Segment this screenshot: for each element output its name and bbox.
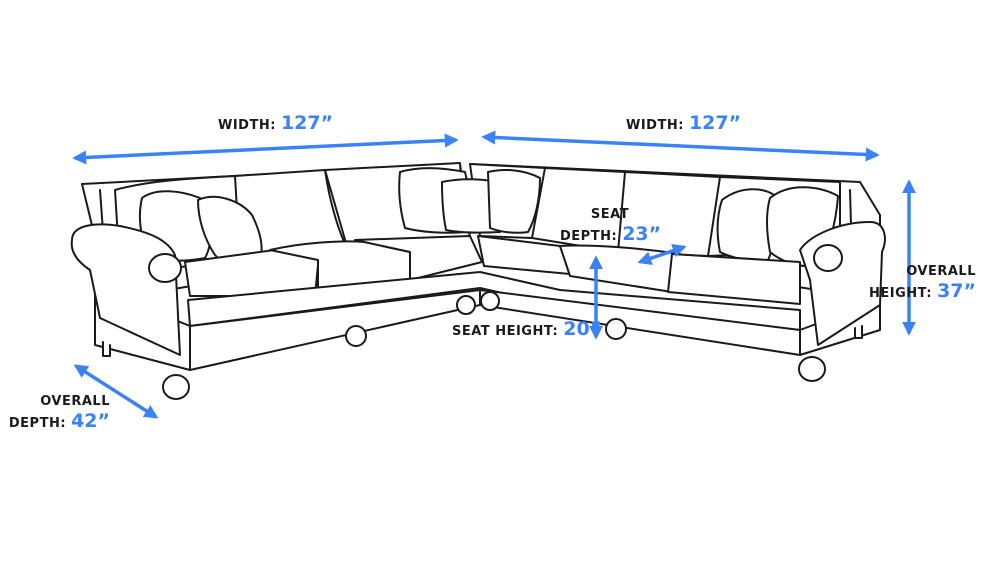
width-left-value: 127” — [280, 112, 334, 134]
width-left-label: WIDTH: 127” — [218, 112, 333, 136]
overall-height-line1: OVERALL — [906, 264, 976, 279]
seat-depth-label: SEAT DEPTH: 23” — [560, 207, 662, 247]
overall-depth-line1: OVERALL — [40, 394, 110, 409]
width-left-arrow — [72, 133, 459, 165]
seat-depth-arrow — [637, 243, 687, 266]
seat-height-caption: SEAT HEIGHT: — [452, 324, 559, 339]
overall-height-value: 37” — [937, 280, 976, 303]
dimension-arrows — [72, 130, 916, 419]
seat-height-label: SEAT HEIGHT: 20” — [452, 318, 602, 342]
width-right-value: 127” — [688, 112, 742, 134]
overall-depth-arrow — [73, 364, 159, 419]
seat-height-value: 20” — [563, 318, 603, 340]
overall-height-label: OVERALL HEIGHT: 37” — [866, 264, 976, 304]
seat-depth-value: 23” — [622, 223, 662, 246]
width-left-caption: WIDTH: — [218, 118, 276, 133]
overall-depth-label: OVERALL DEPTH: 42” — [2, 394, 110, 434]
width-right-caption: WIDTH: — [626, 118, 684, 133]
width-right-label: WIDTH: 127” — [626, 112, 741, 136]
seat-depth-line2: DEPTH: — [560, 229, 618, 245]
overall-depth-value: 42” — [71, 410, 110, 433]
seat-depth-line1: SEAT — [590, 207, 630, 222]
width-right-arrow — [481, 130, 880, 162]
overall-depth-line2: DEPTH: — [8, 416, 67, 432]
sectional-sofa-drawing — [70, 162, 886, 400]
overall-height-line2: HEIGHT: — [869, 286, 933, 302]
